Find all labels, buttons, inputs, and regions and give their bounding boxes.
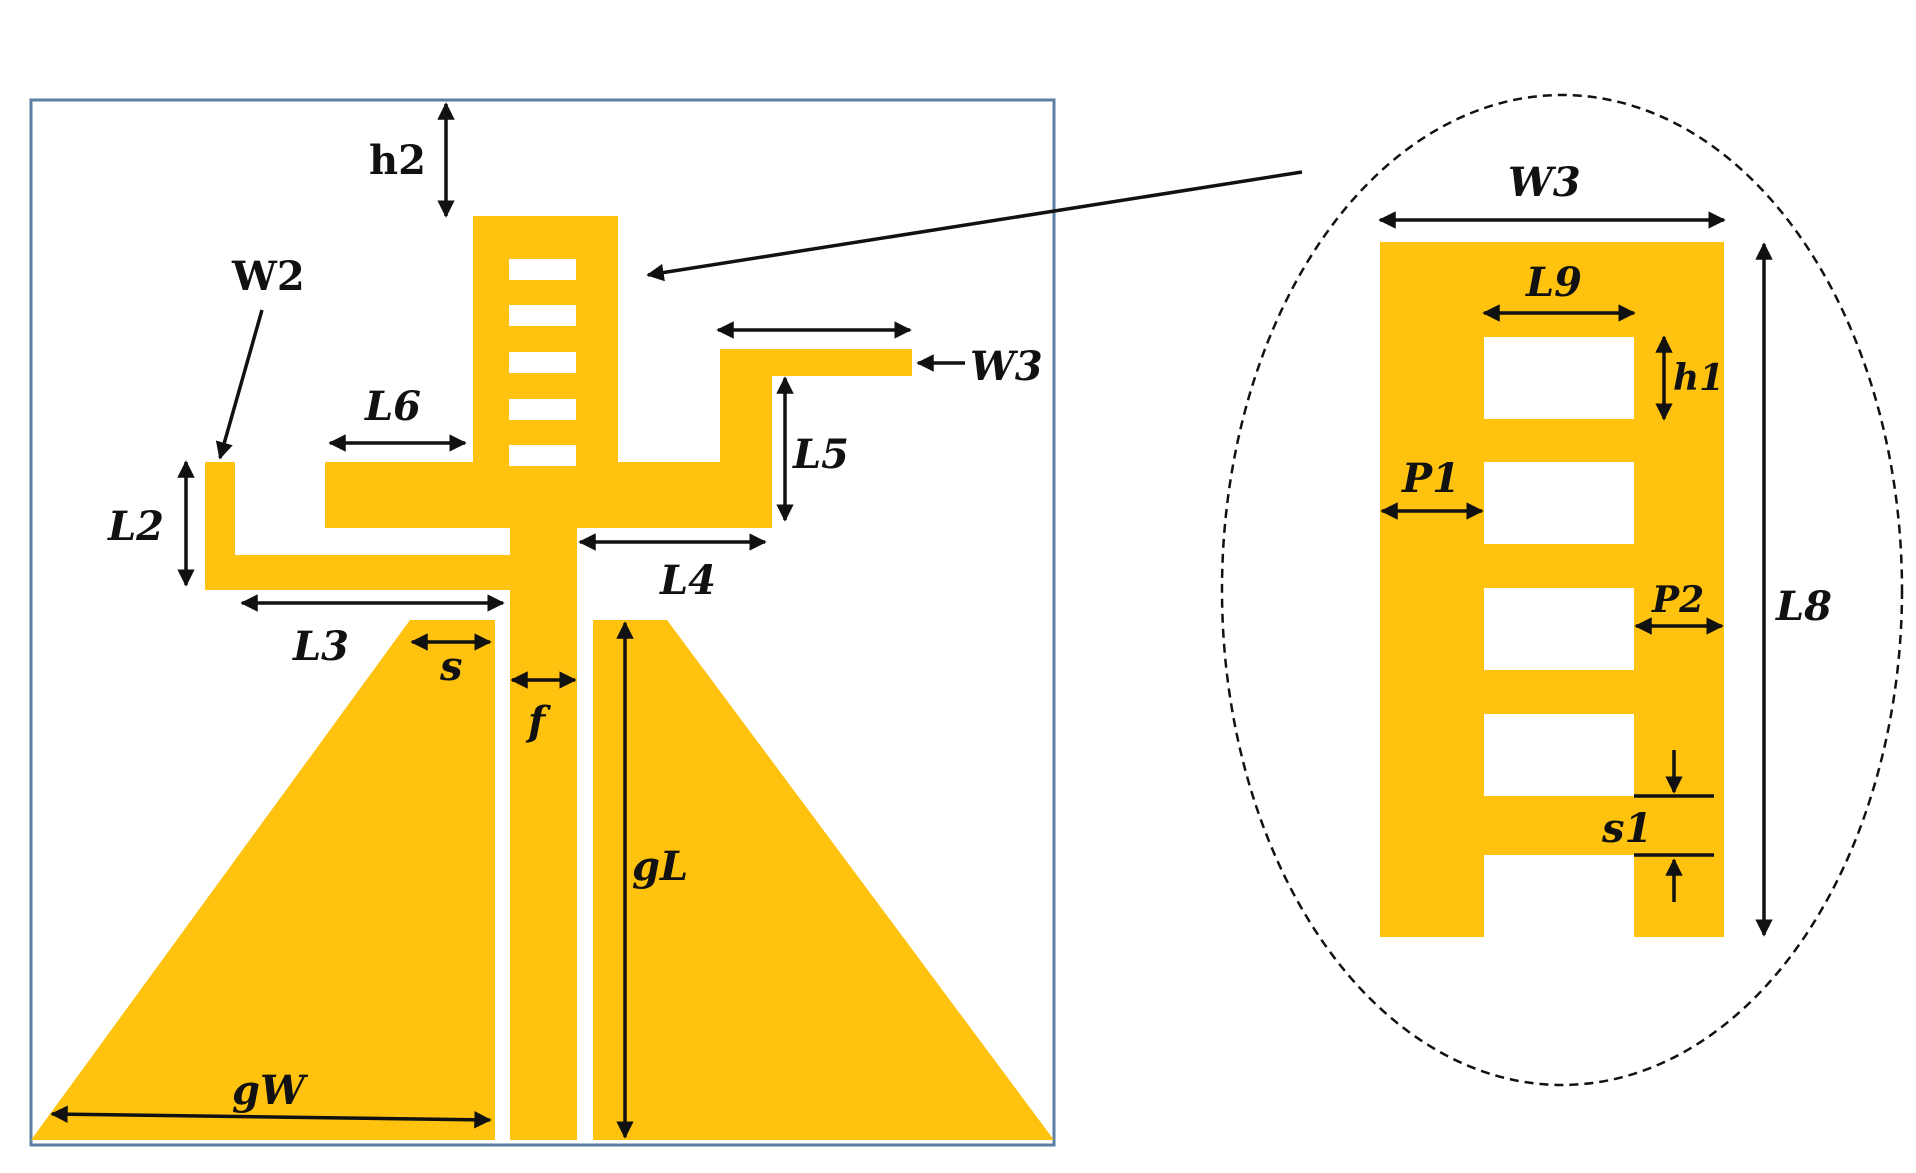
inset-slot-5 xyxy=(1484,855,1634,937)
label-gl: gL xyxy=(632,843,688,890)
slot-4 xyxy=(509,399,576,420)
left-ground-plane xyxy=(31,620,495,1140)
label-p2: P2 xyxy=(1651,579,1704,621)
radiating-patch xyxy=(205,216,912,590)
gw-dimension-line xyxy=(50,1105,492,1129)
horizontal-arm xyxy=(325,462,772,528)
upper-patch xyxy=(473,216,618,468)
left-long-arm xyxy=(205,555,510,590)
label-gw: gW xyxy=(232,1067,309,1114)
w2-pointer-arrow xyxy=(215,309,264,460)
slot-2 xyxy=(509,305,576,326)
right-vertical-arm xyxy=(720,349,772,528)
label-l6: L6 xyxy=(364,383,421,430)
slot-5 xyxy=(509,445,576,466)
label-l2: L2 xyxy=(107,503,164,550)
right-ground-plane xyxy=(593,620,1054,1140)
slot-1 xyxy=(509,259,576,280)
label-h1: h1 xyxy=(1673,357,1724,399)
inset-label-w3: W3 xyxy=(1508,159,1581,206)
label-s: s xyxy=(439,643,463,690)
label-w3: W3 xyxy=(970,343,1043,390)
slot-3 xyxy=(509,352,576,373)
label-h2: h2 xyxy=(369,137,426,184)
label-l5: L5 xyxy=(792,431,849,478)
label-l3: L3 xyxy=(292,623,349,670)
zoom-inset: W3 L9 h1 P1 P2 L8 s1 xyxy=(1220,93,1904,1087)
inset-slot-2 xyxy=(1484,462,1634,544)
label-l8: L8 xyxy=(1775,583,1832,630)
label-p1: P1 xyxy=(1401,455,1460,502)
inset-slot-4 xyxy=(1484,714,1634,796)
label-l9: L9 xyxy=(1525,259,1582,306)
label-s1: s1 xyxy=(1601,805,1652,852)
inset-slot-3 xyxy=(1484,588,1634,670)
right-top-arm xyxy=(720,349,912,376)
label-l4: L4 xyxy=(659,557,716,604)
inset-slot-1 xyxy=(1484,337,1634,419)
zoom-pointer-arrow xyxy=(646,170,1303,282)
feed-line xyxy=(510,525,577,1140)
label-w2: W2 xyxy=(231,253,305,300)
inset-dashed-ellipse xyxy=(1220,93,1904,1087)
antenna-layout: h2 W2 W3 L6 L5 L2 L4 L3 s f gL gW xyxy=(29,98,1303,1147)
